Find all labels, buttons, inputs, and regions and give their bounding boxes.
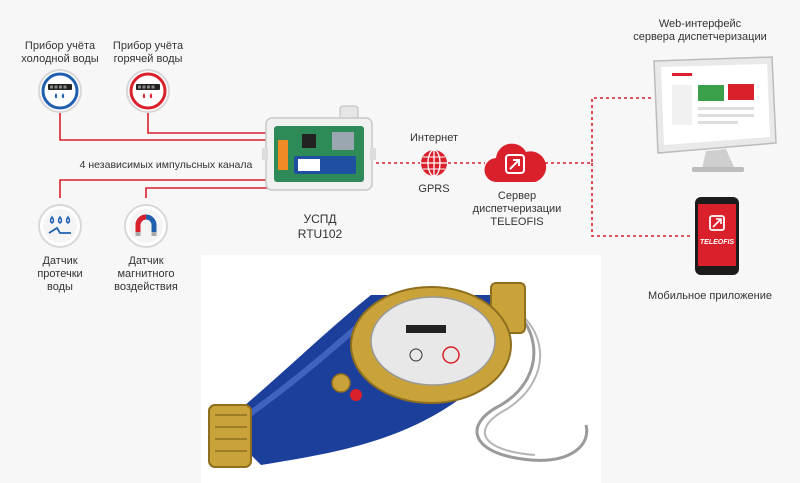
mobile-brand-text: TELEOFIS xyxy=(699,239,735,246)
hot-meter-label-line1: Прибор учёта xyxy=(112,40,184,52)
web-interface-label-line1: Web-интерфейс xyxy=(658,18,742,30)
hot-meter-label-line2: горячей воды xyxy=(113,53,183,65)
globe-icon xyxy=(419,148,449,178)
server-label-line1: Сервер xyxy=(497,190,537,202)
water-meter-illustration xyxy=(208,282,589,468)
smartphone-icon xyxy=(693,196,741,276)
rtu102-device-icon xyxy=(262,100,377,195)
line-server-mobile xyxy=(591,163,690,237)
line-cold xyxy=(59,110,268,141)
leak-sensor-label-line2: протечки xyxy=(37,268,83,280)
line-hot xyxy=(147,110,268,134)
line-leak xyxy=(59,179,268,198)
device-label: УСПД RTU102 xyxy=(270,212,370,242)
monitor-icon xyxy=(650,55,780,175)
server-label: Сервер диспетчеризации TELEOFIS xyxy=(462,190,572,229)
cold-meter-label: Прибор учёта холодной воды xyxy=(10,40,110,66)
internet-label: Интернет xyxy=(410,132,458,144)
server-cloud-icon xyxy=(483,140,547,186)
cold-water-meter-icon xyxy=(37,68,83,114)
line-magnet xyxy=(145,187,268,198)
magnet-sensor-label-line1: Датчик xyxy=(128,255,164,267)
cold-meter-label-line2: холодной воды xyxy=(21,53,99,65)
magnet-sensor-icon xyxy=(123,203,169,249)
water-meter-photo xyxy=(201,255,601,483)
device-label-line1: УСПД xyxy=(303,212,337,226)
leak-sensor-label: Датчик протечки воды xyxy=(10,255,110,294)
web-interface-label-line2: сервера диспетчеризации xyxy=(633,31,767,43)
cold-meter-label-line1: Прибор учёта xyxy=(24,40,96,52)
gprs-label: GPRS xyxy=(418,183,450,195)
leak-sensor-icon xyxy=(37,203,83,249)
channels-label: 4 независимых импульсных канала xyxy=(79,159,253,171)
magnet-sensor-label-line2: магнитного xyxy=(117,268,175,280)
device-label-line2: RTU102 xyxy=(297,227,343,241)
hot-water-meter-icon xyxy=(125,68,171,114)
server-label-line2: диспетчеризации xyxy=(472,203,562,215)
line-server-web xyxy=(545,97,652,164)
magnet-sensor-label: Датчик магнитного воздействия xyxy=(96,255,196,294)
web-interface-label: Web-интерфейс сервера диспетчеризации xyxy=(615,18,785,44)
mobile-app-label: Мобильное приложение xyxy=(648,290,772,302)
hot-meter-label: Прибор учёта горячей воды xyxy=(98,40,198,66)
leak-sensor-label-line3: воды xyxy=(47,281,73,293)
leak-sensor-label-line1: Датчик xyxy=(42,255,78,267)
magnet-sensor-label-line3: воздействия xyxy=(114,281,178,293)
server-label-line3: TELEOFIS xyxy=(490,216,544,228)
